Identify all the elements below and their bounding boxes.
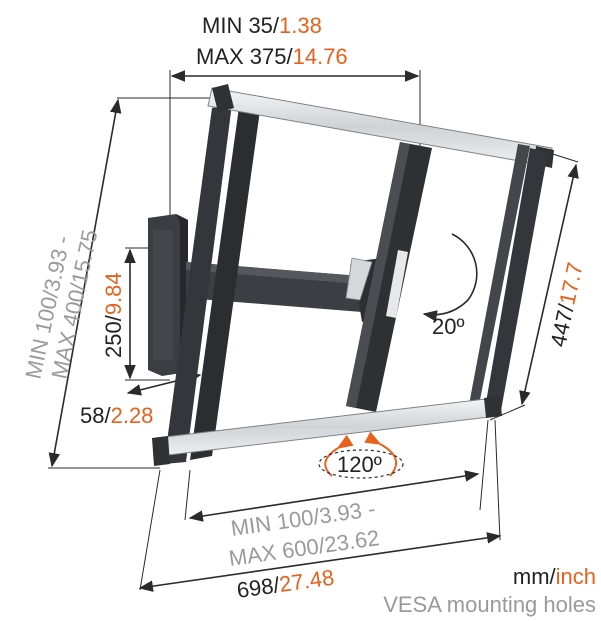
right-height-mm: 447/	[545, 301, 579, 349]
left-vesa-max-inch: 15.75	[67, 227, 103, 286]
top-max-label: MAX 375/14.76	[196, 44, 348, 69]
total-width-inch: 27.48	[278, 565, 336, 597]
dimension-arrows	[48, 70, 579, 592]
top-rail	[207, 84, 554, 168]
bottom-rail	[152, 396, 502, 466]
left-vesa-arrow	[48, 98, 122, 468]
right-vertical-brackets	[468, 144, 548, 416]
legend-mm: mm/	[513, 564, 557, 589]
swivel-arc	[318, 431, 404, 479]
depth-mm: 58/	[80, 403, 111, 428]
right-height-inch: 17.7	[554, 260, 587, 307]
top-min-label: MIN 35/1.38	[202, 13, 322, 38]
legend-vesa: VESA mounting holes	[383, 592, 596, 617]
tilt-head	[345, 142, 432, 412]
plate-height-inch: 9.84	[101, 272, 126, 315]
top-min-mm: MIN 35/	[202, 13, 280, 38]
bottom-vesa-min-inch: 3.93 -	[318, 496, 377, 529]
swivel-label: 120º	[337, 452, 382, 477]
total-width-arrow	[138, 532, 502, 592]
depth-label: 58/2.28	[80, 403, 153, 428]
bottom-vesa-arrow	[188, 470, 480, 522]
total-width-mm: 698/	[235, 572, 282, 603]
legend-units: mm/inch	[513, 564, 596, 589]
legend-inch: inch	[556, 564, 596, 589]
right-height-arrow	[519, 163, 579, 406]
depth-inch: 2.28	[111, 403, 154, 428]
top-max-mm: MAX 375/	[196, 44, 293, 69]
tilt-label: 20º	[432, 314, 465, 339]
total-width-label: 698/27.48	[235, 565, 335, 603]
tilt-arc	[422, 233, 478, 322]
top-max-inch: 14.76	[293, 44, 348, 69]
bottom-vesa-max-inch: 23.62	[323, 525, 381, 557]
plate-height-mm: 250/	[101, 314, 126, 358]
plate-height-label: 250/9.84	[101, 272, 126, 358]
top-min-inch: 1.38	[279, 13, 322, 38]
left-vertical-brackets	[164, 96, 262, 464]
